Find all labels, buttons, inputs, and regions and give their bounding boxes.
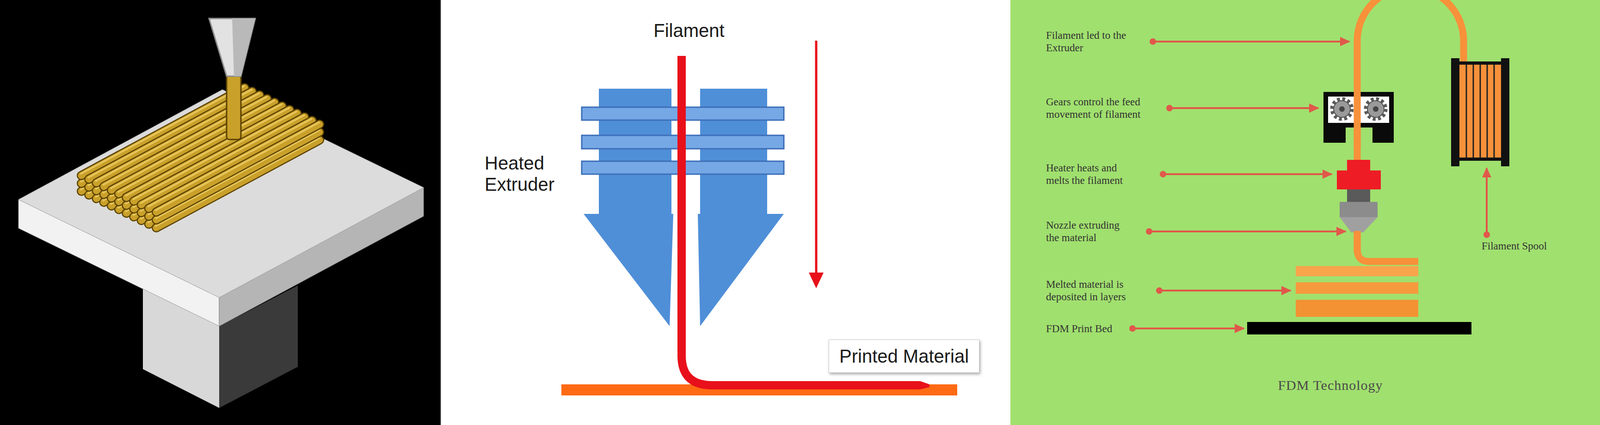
part-label: Printed Material <box>828 339 980 374</box>
print-layer <box>1295 266 1419 277</box>
part-label: Filament <box>653 19 725 42</box>
spool-line <box>1493 64 1496 159</box>
spool-rim <box>1459 157 1502 161</box>
nozzle-cone <box>209 18 256 77</box>
leader-line <box>1152 40 1350 43</box>
nozzle-shade <box>232 18 256 77</box>
gear-hub <box>1372 106 1379 112</box>
callout-label: Nozzle extruding the material <box>1046 219 1132 245</box>
gear-teeth <box>1332 99 1352 119</box>
callout-label: FDM Print Bed <box>1046 322 1113 336</box>
spool-line <box>1472 64 1475 159</box>
spool-flange <box>1501 58 1510 167</box>
callout-label: Gears control the feed movement of filam… <box>1046 95 1162 121</box>
build-plate <box>18 89 424 327</box>
heater-block <box>1336 160 1381 190</box>
leader-line <box>1159 289 1291 292</box>
leader-line <box>1163 173 1332 176</box>
leader-line <box>1169 107 1319 110</box>
heat-break <box>1347 189 1371 203</box>
part-label: Heated Extruder <box>484 152 578 196</box>
leader-line <box>1485 168 1488 235</box>
feed-arrow <box>815 40 818 276</box>
leader-line <box>1149 230 1346 233</box>
extruder-head <box>697 214 784 327</box>
spool-line <box>1486 64 1489 159</box>
spool-rim <box>1459 61 1502 65</box>
extruded-strand <box>226 73 241 140</box>
spool-line <box>1465 64 1468 159</box>
panel-background <box>440 0 1011 425</box>
feed-arrowhead <box>808 272 824 289</box>
callout-label: Filament Spool <box>1481 240 1547 253</box>
callout-label: Heater heats and melts the filament <box>1046 161 1134 187</box>
print-layer <box>1295 300 1419 318</box>
filament <box>1353 92 1361 148</box>
spool-winding <box>1459 64 1502 159</box>
nozzle <box>209 18 256 140</box>
gear <box>1333 100 1351 118</box>
leader-line <box>1132 327 1244 330</box>
nozzle-body <box>1339 202 1378 218</box>
panel-caption: FDM Technology <box>1277 377 1383 394</box>
callout-label: Filament led to the Extruder <box>1046 29 1148 55</box>
panel-background <box>1010 0 1600 425</box>
panel-background <box>0 0 441 425</box>
spool-line <box>1479 64 1482 159</box>
filament-taper <box>920 381 930 390</box>
gear <box>1367 100 1385 118</box>
spool-flange <box>1451 58 1460 167</box>
filament-spool <box>1451 58 1510 167</box>
print-bed <box>1247 322 1472 335</box>
print-layer <box>1295 282 1419 295</box>
plate-top <box>18 89 424 298</box>
gear-teeth <box>1366 99 1386 119</box>
nozzle-tip <box>1339 217 1378 233</box>
printed-rods <box>80 86 320 228</box>
rod <box>141 115 305 205</box>
gear-hub <box>1339 106 1345 112</box>
extruded-strand <box>1357 231 1419 262</box>
filament <box>681 55 921 386</box>
rod <box>133 111 297 202</box>
callout-label: Melted material is deposited in layers <box>1046 278 1144 304</box>
extruder-head <box>583 214 674 327</box>
